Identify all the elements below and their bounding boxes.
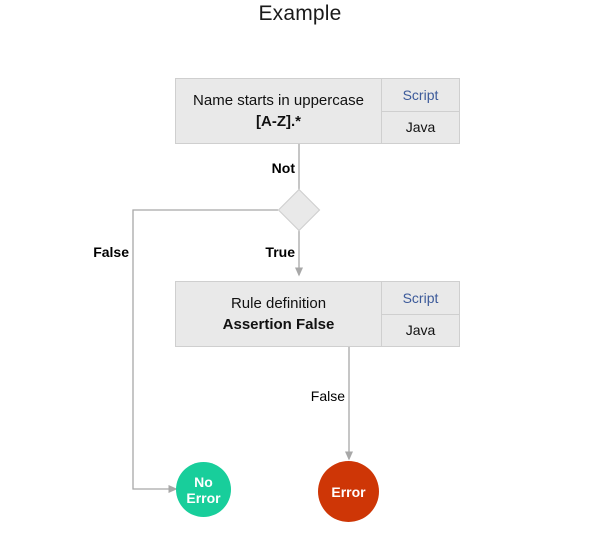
terminal-no-error-line2: Error xyxy=(186,489,221,506)
rule-node-expression: [A-Z].* xyxy=(256,113,301,130)
rule-node-expression: Assertion False xyxy=(222,316,335,333)
script-language-label: Java xyxy=(405,322,436,339)
terminal-no-error-line1: No xyxy=(194,473,213,490)
edge-label-true: True xyxy=(265,244,295,260)
script-link[interactable]: Script xyxy=(382,79,459,112)
script-language-label: Java xyxy=(405,119,436,136)
page-title: Example xyxy=(258,2,342,25)
terminal-no-error-label: No Error xyxy=(186,474,220,506)
rule-node-body: Name starts in uppercase [A-Z].* xyxy=(176,79,382,143)
rule-node-name-uppercase[interactable]: Name starts in uppercase [A-Z].* Script … xyxy=(175,78,460,144)
terminal-no-error[interactable]: No Error xyxy=(176,462,231,517)
edge-label-false-right: False xyxy=(310,388,345,404)
decision-diamond[interactable] xyxy=(277,188,321,232)
rule-node-side: Script Java xyxy=(382,79,459,143)
rule-node-side: Script Java xyxy=(382,282,459,346)
edge-label-false-left: False xyxy=(93,244,129,260)
rule-node-description: Rule definition xyxy=(230,295,327,312)
terminal-error-label: Error xyxy=(331,483,366,500)
rule-node-assertion-false[interactable]: Rule definition Assertion False Script J… xyxy=(175,281,460,347)
rule-node-description: Name starts in uppercase xyxy=(193,92,364,109)
edge-label-not: Not xyxy=(271,160,295,176)
rule-node-body: Rule definition Assertion False xyxy=(176,282,382,346)
terminal-error[interactable]: Error xyxy=(318,461,379,522)
script-link[interactable]: Script xyxy=(382,282,459,315)
